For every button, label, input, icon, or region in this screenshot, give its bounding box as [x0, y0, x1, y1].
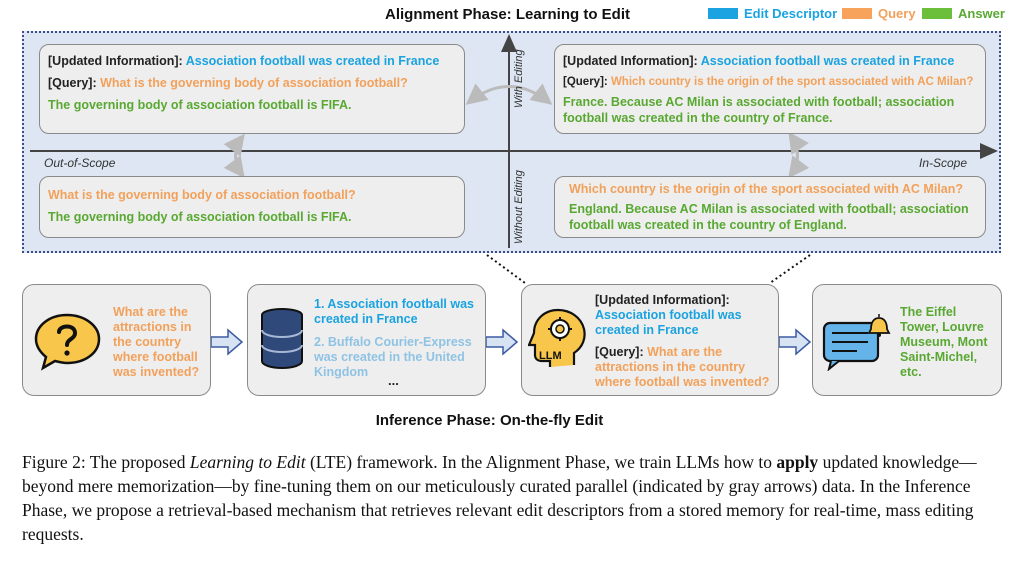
connector-left — [486, 254, 526, 284]
legend-answer: Answer — [922, 6, 1005, 21]
legend-swatch-green — [922, 8, 952, 19]
question-text: What are the attractions in the country … — [113, 305, 200, 379]
inference-phase-title: Inference Phase: On-the-fly Edit — [375, 412, 604, 429]
gray-arrow-right — [788, 131, 810, 179]
answer-card: The Eiffel Tower, Louvre Museum, Mont Sa… — [812, 284, 1002, 396]
database-icon — [261, 308, 303, 369]
flow-arrow-3 — [778, 328, 812, 356]
gray-arrow-left — [223, 133, 245, 179]
llm-label: LLM — [539, 350, 562, 362]
llm-prompt-card: LLM [Updated Information]: Association f… — [521, 284, 779, 396]
legend-edit-descriptor: Edit Descriptor — [708, 6, 837, 21]
without-editing-label: Without Editing — [513, 170, 525, 244]
question-bubble-icon — [34, 313, 101, 371]
legend-swatch-blue — [708, 8, 738, 19]
answer-text: The Eiffel Tower, Louvre Museum, Mont Sa… — [900, 305, 988, 379]
llm-head-icon — [528, 308, 586, 367]
prompt-info-text: Association football was created in Fran… — [595, 308, 742, 337]
card-top-right: [Updated Information]: Association footb… — [554, 44, 986, 134]
memory-item-2: 2. Buffalo Courier-Express was created i… — [314, 335, 472, 379]
in-scope-label: In-Scope — [919, 156, 968, 170]
memory-card: 1. Association football was created in F… — [247, 284, 486, 396]
notification-message-icon — [822, 314, 891, 371]
figure-caption: Figure 2: The proposed Learning to Edit … — [22, 452, 977, 544]
alignment-phase-title: Alignment Phase: Learning to Edit — [384, 6, 631, 23]
legend-query: Query — [842, 6, 916, 21]
prompt-query-label: [Query]: — [595, 345, 644, 359]
prompt-info-label: [Updated Information]: — [595, 293, 730, 307]
memory-ellipsis: ... — [388, 373, 399, 388]
connector-right — [769, 254, 811, 284]
card-top-left: [Updated Information]: Association footb… — [39, 44, 465, 134]
flow-arrow-2 — [485, 328, 519, 356]
legend-swatch-orange — [842, 8, 872, 19]
with-editing-label: With Editing — [513, 49, 525, 108]
card-bottom-right: Which country is the origin of the sport… — [554, 176, 986, 238]
question-card: What are the attractions in the country … — [22, 284, 211, 396]
gray-arrow-top — [465, 83, 553, 105]
memory-item-1: 1. Association football was created in F… — [314, 297, 474, 326]
flow-arrow-1 — [210, 328, 244, 356]
out-of-scope-label: Out-of-Scope — [44, 156, 116, 170]
card-bottom-left: What is the governing body of associatio… — [39, 176, 465, 238]
prompt-query-text: What are the attractions in the country … — [595, 345, 770, 389]
